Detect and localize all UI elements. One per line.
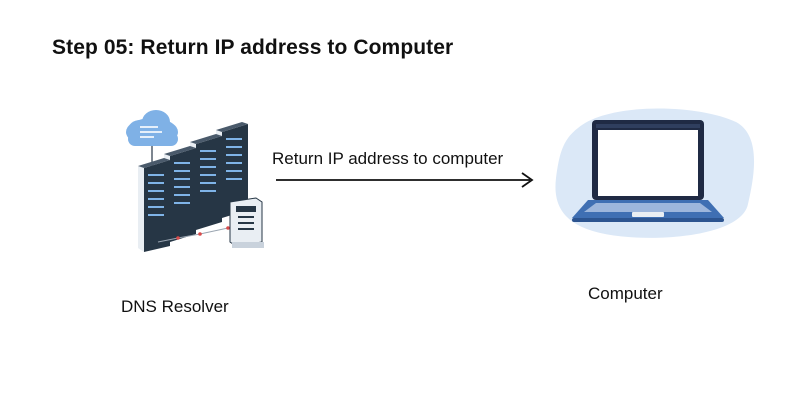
cloud-icon (126, 110, 178, 172)
device-icon (229, 197, 264, 248)
keyboard (584, 203, 712, 212)
return-ip-arrow (276, 172, 534, 188)
laptop-icon (555, 108, 755, 238)
dns-resolver-label: DNS Resolver (121, 297, 229, 316)
server-rack-cloud-icon (126, 110, 264, 252)
touchpad (632, 212, 664, 217)
laptop-screen (598, 130, 698, 196)
server-towers (138, 122, 248, 252)
diagram-title: Step 05: Return IP address to Computer (52, 36, 454, 59)
edge-label: Return IP address to computer (272, 149, 504, 168)
computer-label: Computer (588, 284, 663, 303)
